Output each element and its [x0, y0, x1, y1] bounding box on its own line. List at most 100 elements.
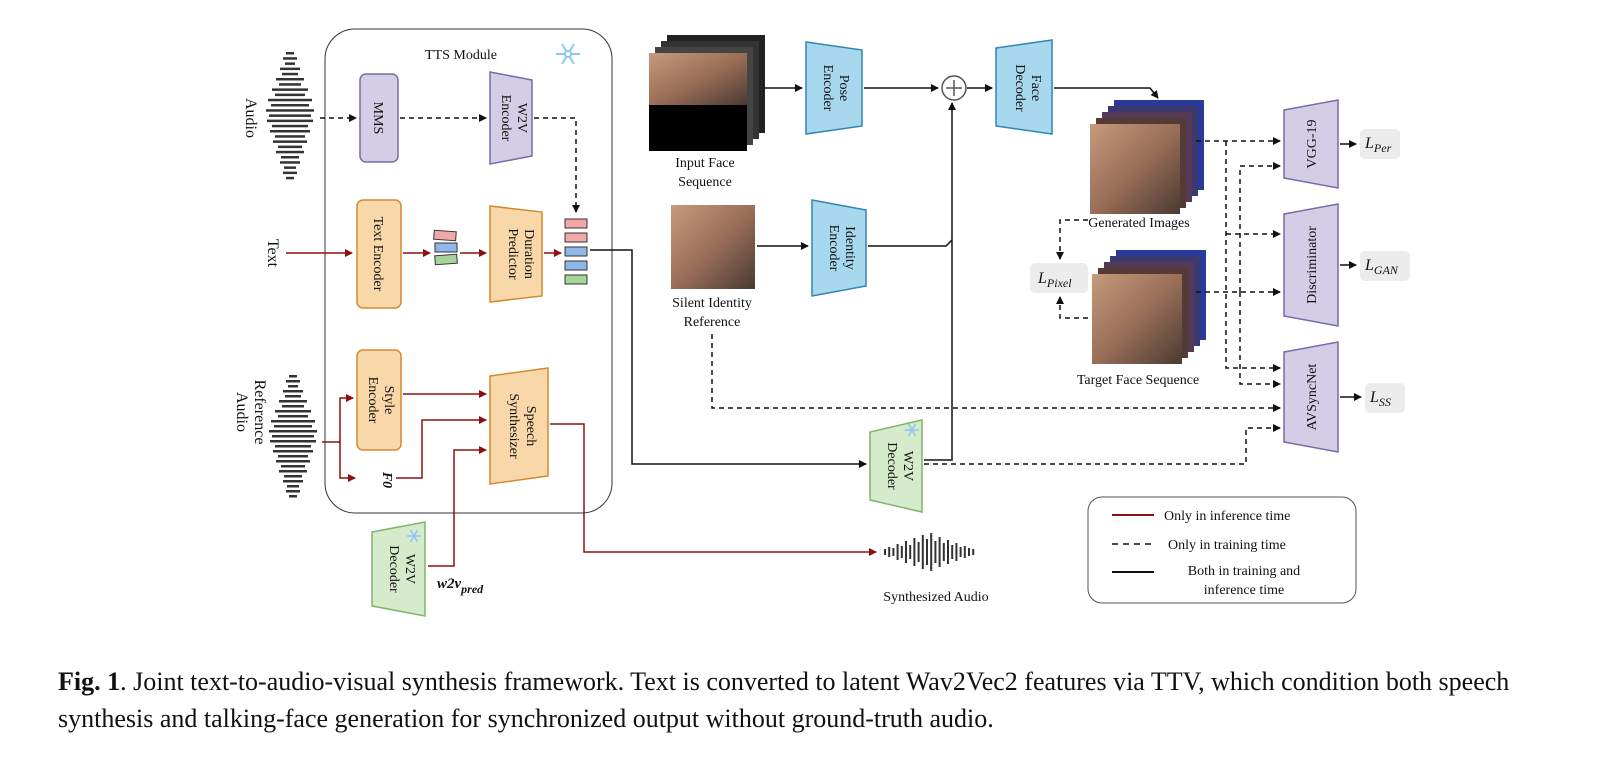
waveform-bar	[273, 140, 307, 143]
framework-diagram: TTS Module Audio Text Reference Audio MM…	[233, 28, 1410, 617]
waveform-bar	[276, 150, 304, 154]
w2v-decoder-mid-label-1: W2V	[900, 451, 915, 481]
waveform-bar	[955, 543, 958, 561]
reference-audio-waveform-icon	[269, 375, 317, 498]
synthesized-audio-waveform-icon	[884, 533, 975, 571]
token-stack-short	[433, 229, 458, 266]
edge-w2vdec-avsync	[924, 424, 1281, 465]
reference-audio-label-line1: Reference	[251, 380, 268, 445]
waveform-bar	[900, 546, 903, 558]
waveform-bar	[913, 538, 916, 566]
waveform-bar	[279, 400, 307, 403]
waveform-bar	[271, 104, 309, 107]
waveform-bar	[281, 465, 305, 468]
silent-identity-label-1: Silent Identity	[672, 296, 752, 311]
edge-tokens-w2vdec	[590, 249, 867, 468]
waveform-bar	[285, 395, 301, 398]
waveform-bar	[268, 98, 312, 102]
edge-target-vgg	[1239, 162, 1281, 292]
loss-per-label: LPer	[1364, 135, 1392, 155]
waveform-bar	[284, 166, 296, 169]
waveform-bar	[275, 410, 311, 413]
waveform-bar	[279, 470, 307, 473]
target-face-sequence-stack	[1092, 250, 1206, 364]
waveform-bar	[892, 548, 895, 556]
waveform-bar	[278, 415, 308, 418]
waveform-bar	[280, 161, 300, 164]
add-operator-icon	[941, 75, 967, 101]
audio-input-label: Audio	[242, 98, 259, 138]
w2v-decoder-mid-label-2: Decoder	[884, 442, 899, 490]
waveform-bar	[963, 546, 966, 558]
waveform-bar	[283, 480, 303, 483]
discriminator-label: Discriminator	[1305, 226, 1320, 304]
w2v-pred-label: w2vpred	[437, 576, 484, 596]
waveform-bar	[276, 460, 310, 463]
waveform-bar	[917, 542, 920, 562]
waveform-bar	[284, 475, 302, 478]
speech-synthesizer-label-2: Synthesizer	[506, 393, 521, 459]
silent-identity-image	[671, 205, 755, 289]
w2v-decoder-mid-block	[869, 419, 923, 513]
waveform-bar	[289, 495, 297, 498]
waveform-bar	[266, 109, 314, 112]
waveform-bar	[884, 549, 886, 555]
edge-target-lpixel	[1056, 296, 1088, 319]
waveform-bar	[278, 455, 308, 458]
legend	[1087, 496, 1357, 604]
waveform-bar	[930, 533, 933, 571]
waveform-bar	[951, 545, 954, 559]
loss-pixel-label: LPixel	[1037, 270, 1072, 290]
f0-label: F0	[379, 471, 394, 488]
waveform-bar	[968, 548, 970, 556]
generated-images-stack	[1090, 100, 1204, 214]
face-decoder-label-2: Decoder	[1012, 64, 1027, 112]
waveform-bar	[270, 440, 316, 443]
edge-w2vpred-synth	[428, 446, 487, 567]
waveform-bar	[934, 541, 937, 563]
edge-target-avsync	[1239, 292, 1281, 388]
waveform-bar	[280, 67, 300, 71]
loss-ss-box	[1365, 383, 1405, 413]
waveform-bar	[283, 171, 297, 175]
loss-ss-label: LSS	[1369, 389, 1391, 409]
style-encoder-block	[356, 349, 402, 451]
input-face-label-1: Input Face	[675, 156, 734, 171]
w2v-encoder-label-2: Encoder	[498, 95, 513, 142]
waveform-bar	[288, 385, 298, 388]
waveform-bar	[286, 490, 300, 493]
edge-synth-audio	[550, 423, 877, 556]
avsyncnet-block	[1283, 341, 1339, 453]
vgg19-label: VGG-19	[1305, 120, 1320, 169]
generated-images-label: Generated Images	[1088, 216, 1189, 231]
text-encoder-block	[356, 199, 402, 309]
edge-gen-lpixel	[1056, 219, 1088, 260]
waveform-bar	[273, 450, 313, 453]
input-face-sequence-image	[649, 35, 765, 151]
snowflake-icon	[556, 43, 580, 65]
waveform-bar	[267, 119, 313, 123]
edge-ref-f0	[339, 442, 356, 482]
waveform-bar	[896, 544, 899, 560]
waveform-bar	[274, 425, 312, 428]
waveform-bar	[283, 57, 297, 60]
waveform-bar	[921, 535, 924, 569]
snowflake-icon	[407, 529, 421, 543]
waveform-bar	[909, 545, 912, 559]
face-decoder-block	[995, 39, 1053, 135]
waveform-bar	[905, 541, 907, 563]
reference-audio-label-line2: Audio	[233, 392, 250, 432]
waveform-bar	[275, 93, 305, 97]
snowflake-icon	[905, 423, 919, 437]
identity-encoder-block	[811, 199, 867, 297]
waveform-bar	[286, 176, 294, 180]
connectors	[286, 84, 1362, 567]
waveform-bar	[942, 543, 945, 561]
synthesized-audio-label: Synthesized Audio	[883, 590, 988, 605]
edge-identity-avsync	[711, 334, 1281, 412]
legend-training-label: Only in training time	[1168, 538, 1286, 553]
input-face-label-2: Sequence	[678, 175, 732, 190]
waveform-bar	[287, 485, 299, 488]
waveform-bar	[272, 88, 308, 91]
edge-idenc-plus	[868, 239, 953, 247]
